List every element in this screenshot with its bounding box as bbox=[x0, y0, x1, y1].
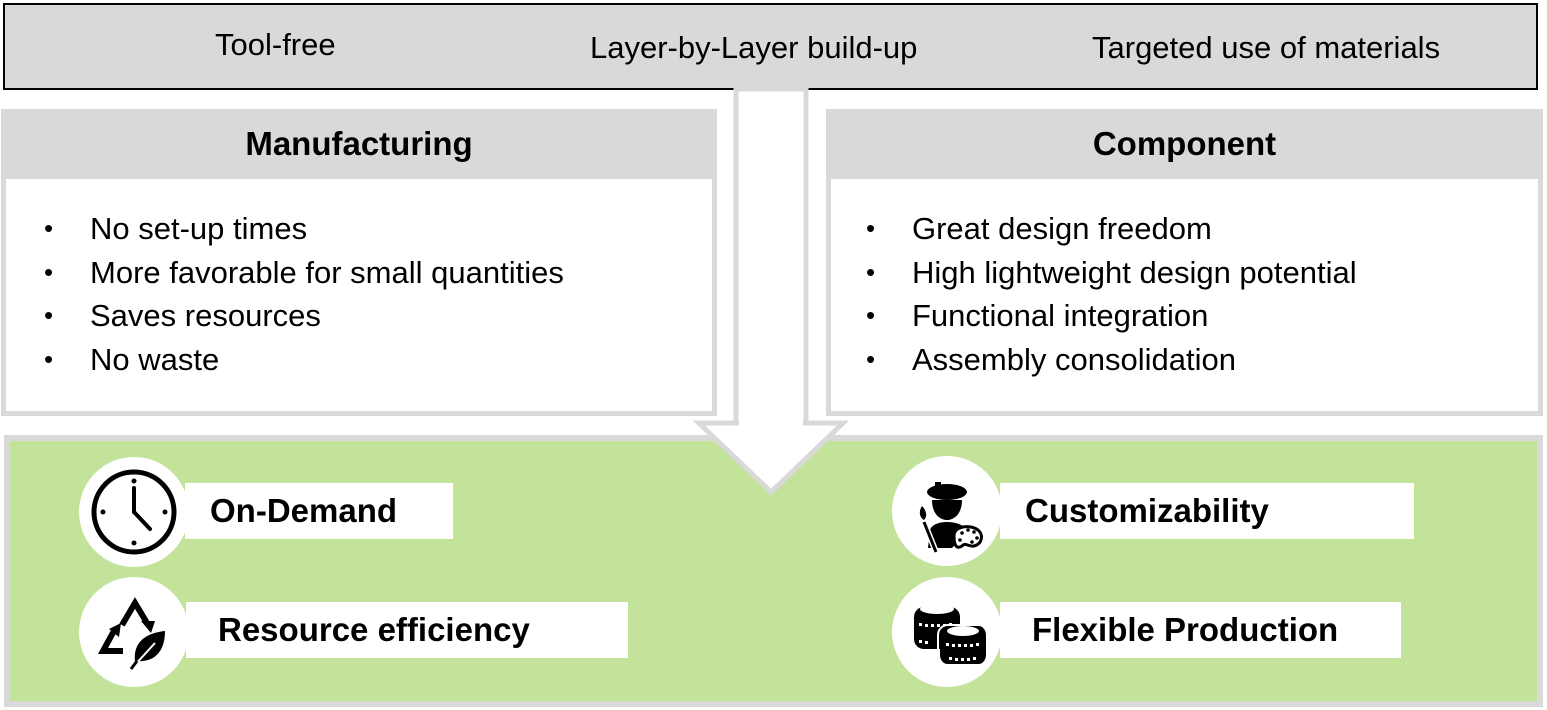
benefit-on-demand: On-Demand bbox=[185, 483, 453, 539]
benefit-label: Resource efficiency bbox=[218, 611, 530, 648]
list-item: High lightweight design potential bbox=[831, 251, 1357, 295]
benefit-icon-circle bbox=[79, 457, 189, 567]
benefit-resource-efficiency: Resource efficiency bbox=[186, 602, 628, 658]
benefit-label: Flexible Production bbox=[1032, 611, 1339, 648]
clock-icon bbox=[91, 469, 177, 555]
list-item: Saves resources bbox=[6, 294, 564, 338]
list-item: Functional integration bbox=[831, 294, 1357, 338]
list-item: More favorable for small quantities bbox=[6, 251, 564, 295]
manufacturing-body: No set-up times More favorable for small… bbox=[6, 179, 712, 411]
banner-item-targeted-materials: Targeted use of materials bbox=[1092, 30, 1441, 65]
component-title: Component bbox=[1092, 125, 1277, 162]
component-list: Great design freedom High lightweight de… bbox=[831, 207, 1357, 381]
component-box: Component Great design freedom High ligh… bbox=[826, 109, 1543, 416]
benefit-icon-circle bbox=[892, 577, 1002, 687]
manufacturing-title: Manufacturing bbox=[245, 125, 473, 162]
benefit-label: On-Demand bbox=[210, 492, 398, 529]
coins-stack-icon bbox=[914, 604, 989, 666]
benefit-icon-circle bbox=[79, 577, 189, 687]
list-item: No set-up times bbox=[6, 207, 564, 251]
component-body: Great design freedom High lightweight de… bbox=[831, 179, 1538, 411]
list-item: No waste bbox=[6, 338, 564, 382]
benefit-icon-circle bbox=[892, 456, 1002, 566]
manufacturing-list: No set-up times More favorable for small… bbox=[6, 207, 564, 381]
list-item: Assembly consolidation bbox=[831, 338, 1357, 382]
properties-banner: Tool-free Layer-by-Layer build-up Target… bbox=[3, 3, 1538, 90]
benefit-flexible-production: Flexible Production bbox=[1000, 602, 1401, 658]
benefit-label: Customizability bbox=[1025, 492, 1269, 529]
benefit-customizability: Customizability bbox=[1000, 483, 1414, 539]
artist-palette-icon bbox=[919, 482, 983, 554]
manufacturing-box: Manufacturing No set-up times More favor… bbox=[1, 109, 717, 416]
banner-item-layer-by-layer: Layer-by-Layer build-up bbox=[590, 30, 918, 65]
down-arrow-shape bbox=[692, 86, 850, 496]
benefits-panel bbox=[4, 435, 1543, 707]
banner-item-tool-free: Tool-free bbox=[215, 27, 336, 62]
recycle-leaf-icon bbox=[97, 597, 165, 670]
list-item: Great design freedom bbox=[831, 207, 1357, 251]
